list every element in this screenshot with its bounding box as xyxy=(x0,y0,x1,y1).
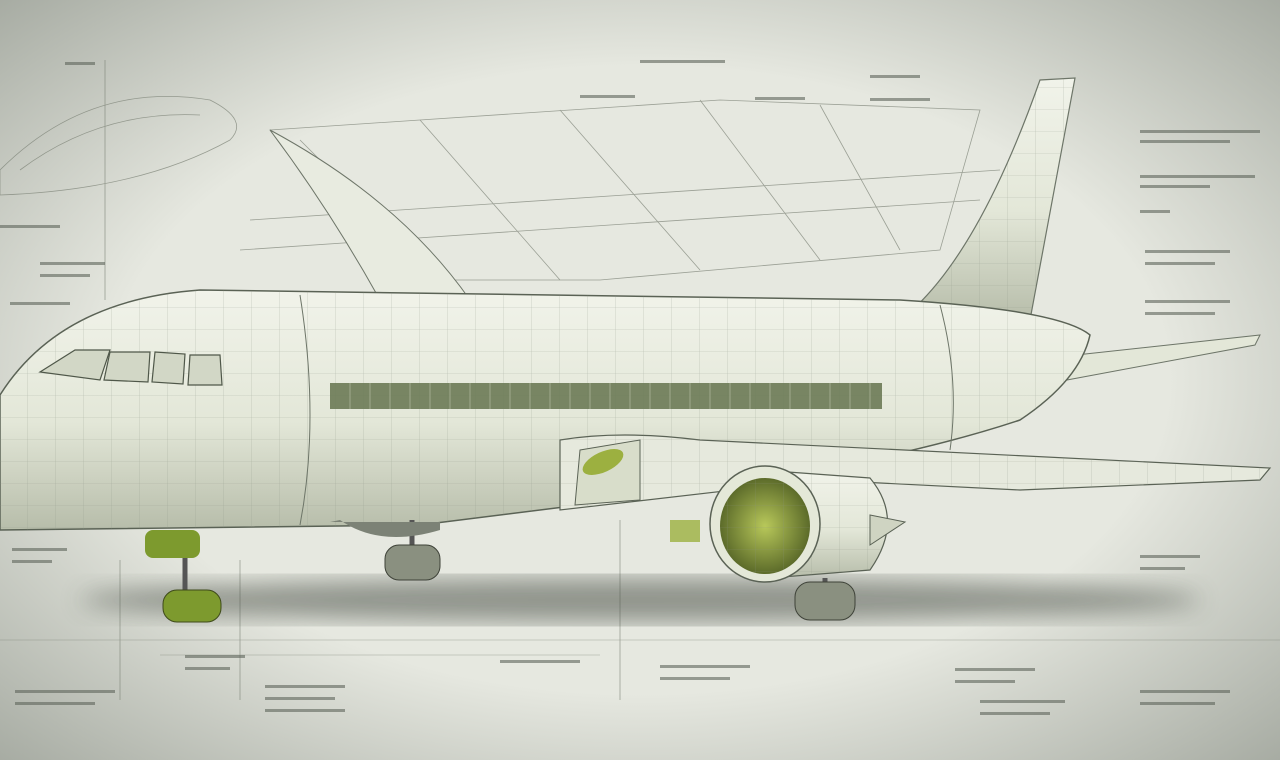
main-landing-gear-left xyxy=(330,520,441,581)
annotation-marks xyxy=(0,60,1260,715)
tail-fin xyxy=(908,77,1076,321)
cockpit-windows xyxy=(38,349,223,386)
window-dividers xyxy=(349,383,871,409)
window-strip xyxy=(330,383,882,409)
main-landing-gear-right xyxy=(670,520,856,621)
nose-landing-gear xyxy=(145,530,222,623)
engine xyxy=(709,465,907,583)
ground-shadow xyxy=(80,578,1200,622)
